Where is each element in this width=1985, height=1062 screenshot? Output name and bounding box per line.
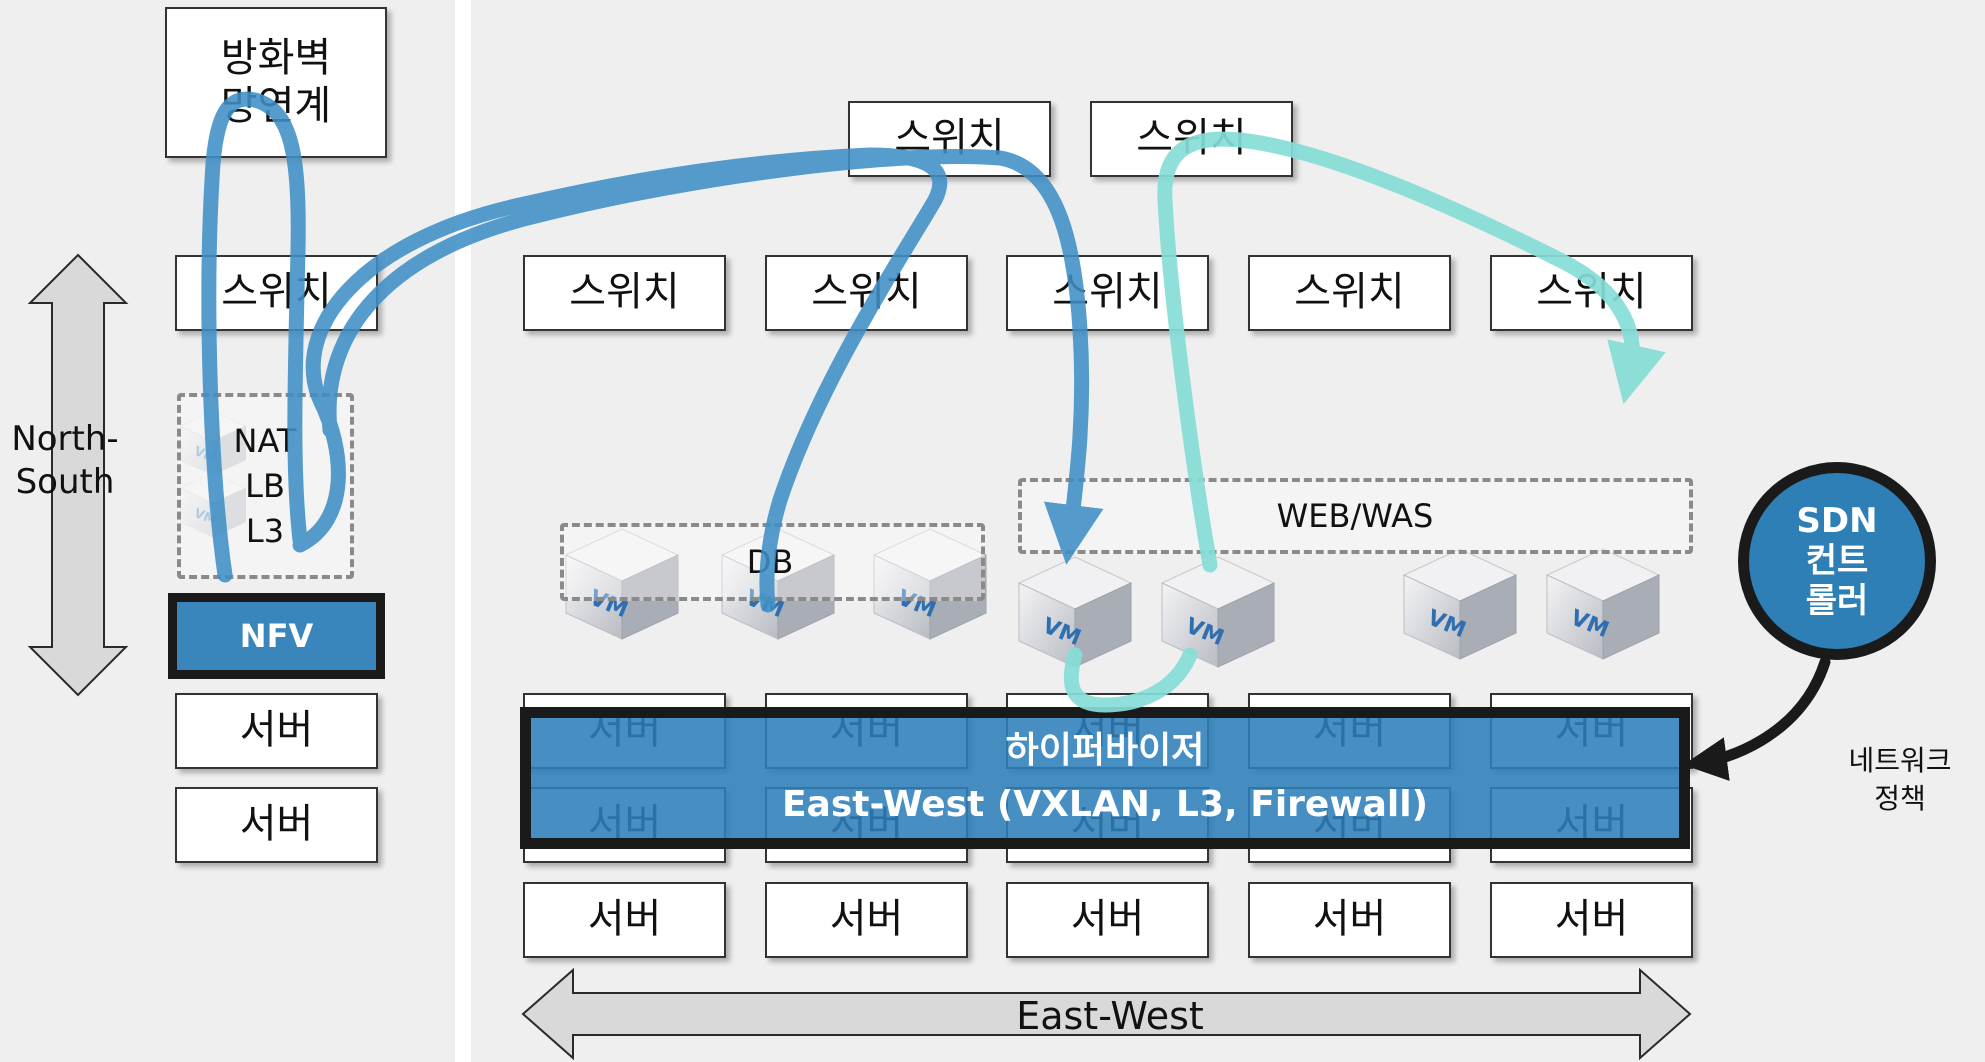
left-server-1: 서버	[175, 693, 378, 769]
network-policy-label: 네트워크 정책	[1848, 744, 1952, 815]
switch-2: 스위치	[765, 255, 968, 331]
north-south-label: North- South	[11, 419, 119, 502]
nfv-box: NFV	[168, 593, 385, 679]
left-server-2: 서버	[175, 787, 378, 863]
vm-icon: VM	[1017, 556, 1133, 668]
nfv-function-l3: L3	[245, 512, 285, 550]
hypervisor-box: 하이퍼바이저 East-West (VXLAN, L3, Firewall)	[520, 707, 1690, 849]
server-r3-c1: 서버	[523, 882, 726, 958]
server-r3-c3: 서버	[1006, 882, 1209, 958]
hypervisor-subtitle: East-West (VXLAN, L3, Firewall)	[781, 784, 1429, 825]
server-r3-c5: 서버	[1490, 882, 1693, 958]
server-r3-c2: 서버	[765, 882, 968, 958]
vm-icon: VM	[1402, 548, 1518, 660]
east-west-label: East-West	[1016, 994, 1204, 1038]
vm-icon: VM	[1545, 548, 1661, 660]
section-divider	[455, 0, 471, 1062]
server-r3-c4: 서버	[1248, 882, 1451, 958]
switch-4: 스위치	[1248, 255, 1451, 331]
db-group-label: DB	[746, 543, 794, 581]
policy-arrow	[1683, 656, 1831, 781]
nfv-function-lb: LB	[245, 467, 285, 505]
web-was-group-label: WEB/WAS	[1276, 497, 1434, 535]
left-switch: 스위치	[175, 255, 378, 331]
nfv-function-nat: NAT	[233, 422, 297, 460]
sdn-controller: SDN 컨트 롤러	[1738, 462, 1936, 660]
switch-3: 스위치	[1006, 255, 1209, 331]
top-switch-1: 스위치	[848, 101, 1051, 177]
switch-5: 스위치	[1490, 255, 1693, 331]
vm-icon: VM	[1160, 556, 1276, 668]
switch-1: 스위치	[523, 255, 726, 331]
hypervisor-title: 하이퍼바이저	[1005, 730, 1205, 771]
top-switch-2: 스위치	[1090, 101, 1293, 177]
firewall-box: 방화벽 망연계	[165, 7, 387, 158]
